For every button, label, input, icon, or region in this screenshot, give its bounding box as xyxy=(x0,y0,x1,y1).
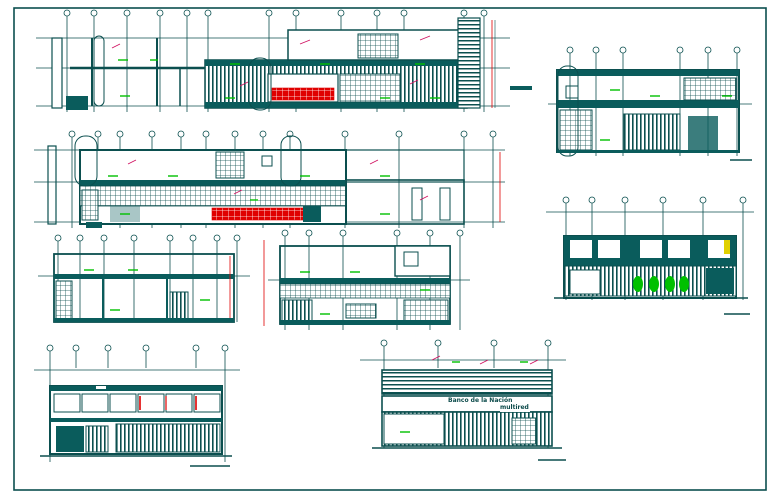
section-4 xyxy=(263,229,470,330)
sheet-border xyxy=(13,7,767,491)
section-2 xyxy=(34,130,505,228)
elevation-a xyxy=(548,46,752,161)
elevation-b xyxy=(546,196,754,315)
section-1 xyxy=(36,9,532,112)
elevation-c xyxy=(34,344,240,467)
multired-sign: multired xyxy=(500,404,529,411)
elevation-d-bank-facade xyxy=(360,339,566,461)
bank-name-sign: Banco de la Nación xyxy=(448,397,513,404)
section-3 xyxy=(38,234,250,323)
